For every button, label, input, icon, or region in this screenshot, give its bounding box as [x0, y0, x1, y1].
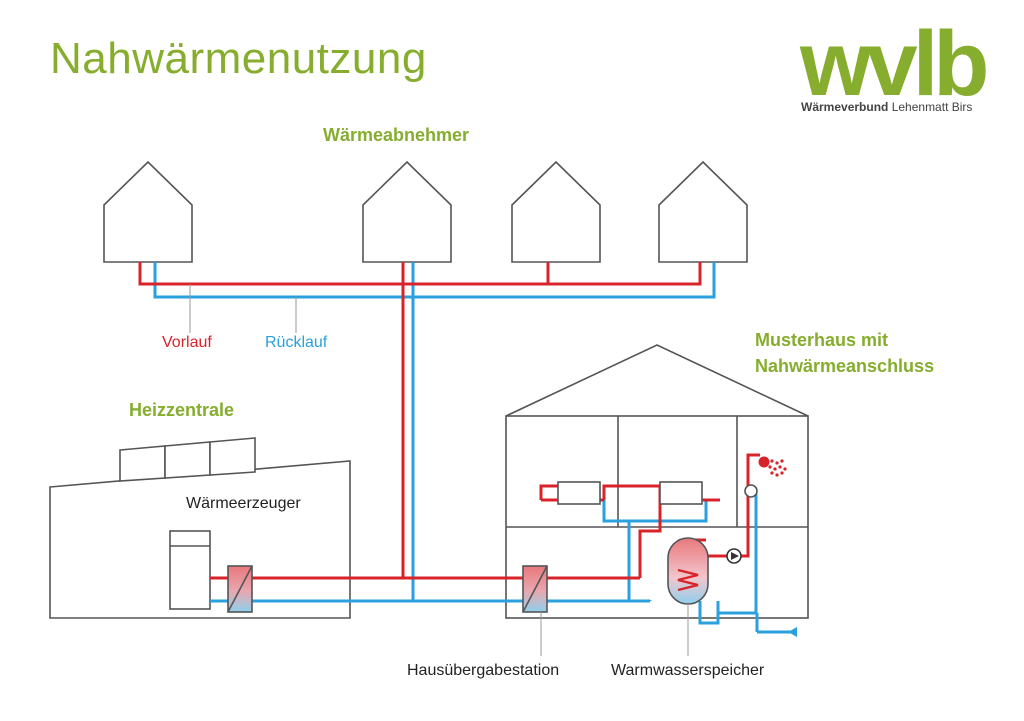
cold-water-inlet-arrow [788, 627, 797, 637]
solar-panel [209, 437, 256, 476]
storage-label: Warmwasserspeicher [611, 662, 765, 679]
logo-subtitle: Wärmeverbund Lehenmatt Birs [801, 100, 972, 114]
shower-icon [758, 456, 787, 477]
supply-label: Vorlauf [162, 334, 212, 351]
model-house-heading-line2: Nahwärmeanschluss [755, 356, 935, 376]
consumers-heading: Wärmeabnehmer [323, 125, 470, 145]
supply-pipes [138, 262, 760, 600]
radiator [659, 481, 703, 505]
solar-panel [164, 441, 211, 479]
valve-icon [744, 484, 758, 498]
logo-subtitle-regular: Lehenmatt Birs [888, 100, 973, 114]
logo-wordmark: wvlb [800, 13, 989, 115]
model-house-heading-line1: Musterhaus mit [755, 330, 889, 350]
page-title: Nahwärmenutzung [50, 34, 427, 83]
model-house-building [505, 415, 809, 619]
return-label: Rücklauf [265, 334, 328, 351]
return-pipes [153, 262, 790, 634]
consumer-house-2 [362, 160, 452, 263]
solar-panel [119, 445, 166, 482]
generator-label: Wärmeerzeuger [186, 495, 301, 512]
logo-subtitle-bold: Wärmeverbund [801, 100, 889, 114]
substation-label: Hausübergabestation [407, 662, 560, 679]
consumer-house-4 [658, 160, 748, 263]
circulation-pump [726, 548, 742, 564]
tank-heating-coil [677, 568, 699, 592]
heat-generator-unit [169, 530, 211, 610]
plant-heading: Heizzentrale [129, 400, 235, 420]
hot-water-tank [667, 537, 709, 605]
consumer-house-1 [103, 160, 193, 263]
consumer-house-3 [511, 160, 601, 263]
model-house-roof [505, 344, 809, 417]
radiator [557, 481, 601, 505]
